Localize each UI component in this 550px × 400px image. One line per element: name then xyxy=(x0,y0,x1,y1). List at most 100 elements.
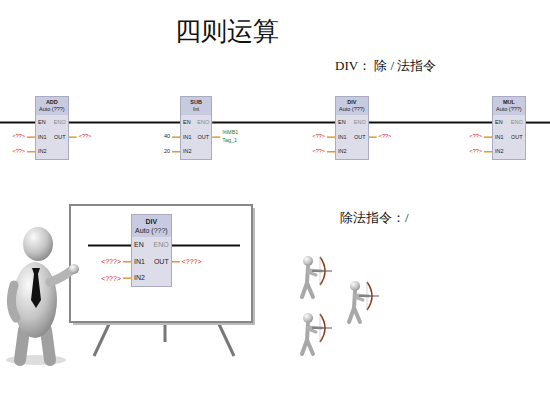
block-type: Int xyxy=(184,106,208,113)
pin-row: IN2 xyxy=(181,144,211,159)
pin-name: IN1 xyxy=(38,134,47,141)
pin-name: OUT xyxy=(354,134,366,141)
pin-value: <???> xyxy=(101,275,121,282)
pin-stub xyxy=(484,151,492,153)
pin-stub xyxy=(27,136,35,138)
pin-row: EN ENO xyxy=(36,115,68,130)
block-header: DIVAuto (???) xyxy=(132,215,171,237)
pin-stub xyxy=(172,261,180,263)
block-header: ADDAuto (???) xyxy=(36,97,68,115)
power-rail xyxy=(369,122,492,124)
pin-name: EN xyxy=(495,119,503,126)
pin-name: OUT xyxy=(54,134,66,141)
heading-note: 除法指令：/ xyxy=(340,211,409,224)
pin-row: EN ENO xyxy=(493,115,525,130)
rail-segment xyxy=(0,122,35,124)
pin-value: <??> xyxy=(379,134,392,140)
pin-name: EN xyxy=(338,119,346,126)
pin-stub xyxy=(123,277,131,279)
pin-value: <???> xyxy=(101,258,121,265)
pin-value: <??> xyxy=(12,149,25,155)
rail-segment xyxy=(172,244,240,246)
instruction-block: ADDAuto (???) EN ENO IN1 OUT IN2 xyxy=(35,96,69,160)
pin-row: IN1 OUT xyxy=(132,254,171,270)
pin-stub xyxy=(484,136,492,138)
pin-row: IN1 OUT xyxy=(181,130,211,145)
pin-row: EN ENO xyxy=(336,115,368,130)
block-type: Auto (???) xyxy=(135,226,168,235)
pin-name: IN2 xyxy=(495,148,504,155)
pin-name: OUT xyxy=(511,134,523,141)
pin-name: OUT xyxy=(154,258,169,266)
pin-stub xyxy=(327,136,335,138)
pin-row: EN ENO xyxy=(181,115,211,130)
pin-value: <??> xyxy=(312,134,325,140)
pin-value: Tag_1 xyxy=(222,138,237,144)
pin-value: <??> xyxy=(12,134,25,140)
pin-row: IN1 OUT xyxy=(36,130,68,145)
pin-value: 20 xyxy=(164,149,170,155)
pin-name: IN2 xyxy=(183,148,192,155)
title: 四则运算 xyxy=(175,14,279,49)
pin-value: <???> xyxy=(182,258,202,265)
block-header: MULAuto (???) xyxy=(493,97,525,115)
pin-row: IN2 xyxy=(336,144,368,159)
pin-name: IN1 xyxy=(495,134,504,141)
rail-segment xyxy=(526,122,550,124)
block-header: DIVAuto (???) xyxy=(336,97,368,115)
power-rail xyxy=(69,122,180,124)
pin-stub xyxy=(27,151,35,153)
pin-value: <??> xyxy=(469,134,482,140)
pin-row: IN1 OUT xyxy=(493,130,525,145)
pin-stub xyxy=(369,136,377,138)
instruction-block: SUBIntEN ENO IN1 OUT IN2 xyxy=(180,96,212,160)
pin-name: EN xyxy=(38,119,46,126)
pin-stub xyxy=(327,151,335,153)
pin-stub xyxy=(123,261,131,263)
pin-name: EN xyxy=(183,119,191,126)
pin-value: <??> xyxy=(79,134,92,140)
block-type: Auto (???) xyxy=(39,106,65,113)
block-type: Auto (???) xyxy=(496,106,522,113)
pin-name: ENO xyxy=(511,119,523,126)
pin-name: IN1 xyxy=(183,134,192,141)
pin-stub xyxy=(172,136,180,138)
heading-note: DIV： 除 / 法指令 xyxy=(335,59,436,72)
pin-name: EN xyxy=(134,241,144,249)
pin-name: OUT xyxy=(198,134,210,141)
pin-name: ENO xyxy=(197,119,209,126)
pin-name: ENO xyxy=(354,119,366,126)
pin-value: <??> xyxy=(312,149,325,155)
block-name: DIV xyxy=(339,99,365,106)
pin-row: IN2 xyxy=(36,144,68,159)
pin-stub xyxy=(172,151,180,153)
pin-name: IN2 xyxy=(38,148,47,155)
instruction-block: DIVAuto (???) EN ENO IN1 OUT IN2 xyxy=(131,214,172,287)
pin-value: <??> xyxy=(469,149,482,155)
pin-row: IN2 xyxy=(132,270,171,286)
pin-value: %MB1 xyxy=(222,130,238,136)
block-header: SUBInt xyxy=(181,97,211,115)
instruction-block: DIVAuto (???) EN ENO IN1 OUT IN2 xyxy=(335,96,369,160)
pin-name: IN2 xyxy=(338,148,347,155)
block-name: ADD xyxy=(39,99,65,106)
rail-segment xyxy=(88,244,131,246)
block-name: DIV xyxy=(135,217,168,226)
block-type: Auto (???) xyxy=(339,106,365,113)
pin-name: IN2 xyxy=(134,274,145,282)
power-rail xyxy=(212,122,335,124)
pin-value: 40 xyxy=(164,134,170,140)
instruction-block: MULAuto (???) EN ENO IN1 OUT IN2 xyxy=(492,96,526,160)
block-name: SUB xyxy=(184,99,208,106)
pin-name: IN1 xyxy=(134,258,145,266)
pin-row: EN ENO xyxy=(132,237,171,253)
pin-name: ENO xyxy=(54,119,66,126)
pin-name: IN1 xyxy=(338,134,347,141)
pin-name: ENO xyxy=(154,241,169,249)
pin-stub xyxy=(212,136,220,138)
pin-row: IN1 OUT xyxy=(336,130,368,145)
pin-stub xyxy=(69,136,77,138)
